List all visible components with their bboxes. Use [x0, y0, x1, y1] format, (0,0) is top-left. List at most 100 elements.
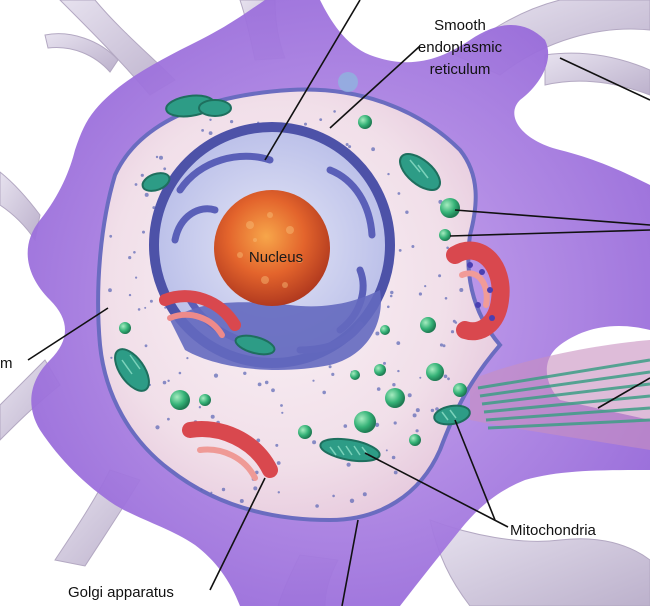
nucleus: Nucleus — [149, 122, 395, 370]
vesicle — [385, 388, 405, 408]
ribosome-dot — [375, 422, 380, 427]
ribosome-dot — [264, 380, 269, 385]
ribosome-dot — [109, 234, 113, 238]
leader-mito-1 — [364, 452, 509, 528]
mitochondria-label: Mitochondria — [510, 522, 597, 539]
leader-lines — [27, 0, 650, 606]
smooth-er-label-line1: Smooth — [434, 17, 486, 34]
leader-smooth-er — [329, 45, 421, 129]
ribosome-dot — [135, 276, 138, 279]
vesicle — [298, 425, 312, 439]
ribosome-dot — [144, 192, 149, 197]
ribosome-dot — [385, 449, 388, 452]
ribosome-dot — [144, 344, 148, 348]
leader-vesicle-2 — [449, 229, 650, 237]
ribosome-dot — [253, 486, 258, 491]
leader-top-right — [559, 57, 650, 101]
leader-golgi — [209, 477, 266, 591]
vesicle — [358, 115, 372, 129]
ribosome-dot — [328, 365, 332, 369]
ribosome-dot — [108, 288, 112, 293]
ribosome-dot — [198, 406, 202, 409]
ribosome-dot — [186, 357, 189, 360]
ribosome-dot — [439, 343, 444, 347]
mitochondrion — [114, 348, 150, 392]
ribosome-dot — [159, 155, 163, 160]
ribosome-dot — [254, 470, 259, 475]
ribosome-dot — [375, 331, 380, 336]
ribosome-dot — [162, 380, 167, 385]
ribosome-dot — [412, 413, 417, 418]
ribosome-dot — [200, 488, 203, 491]
ribosome-dot — [415, 408, 420, 413]
ribosome-dot — [348, 145, 352, 149]
mitochondrion — [141, 172, 171, 192]
mitochondrion — [234, 334, 276, 356]
ribosome-dot — [315, 504, 319, 508]
ribosome-dot — [397, 369, 400, 373]
smooth-er-label-line2: endoplasmic — [418, 39, 503, 56]
ribosome-dot — [322, 390, 327, 395]
ribosome-dot — [312, 379, 315, 382]
ribosome-dot — [155, 155, 159, 159]
ribosome-dot — [371, 147, 375, 152]
ribosome-dot — [167, 417, 170, 421]
ribosome-dot — [281, 411, 284, 414]
ribosome-dot — [435, 407, 439, 411]
ribosome-dot — [346, 462, 351, 467]
leader-vesicle-1 — [454, 209, 650, 226]
ribosome-dot — [345, 143, 349, 146]
ribosome-dot — [444, 297, 448, 300]
ribosome-dot — [398, 249, 402, 252]
ribosome-dot — [396, 341, 401, 345]
ribosome-dot — [331, 372, 335, 376]
vesicle — [409, 434, 421, 446]
ribosome-dot — [167, 379, 170, 382]
ribosome-dot — [128, 256, 132, 260]
vesicle — [350, 370, 360, 380]
ribosome-dot — [178, 371, 182, 375]
ribosome-dot — [397, 192, 401, 195]
nucleus-label: Nucleus — [249, 249, 303, 266]
ribosome-dot — [393, 421, 397, 425]
dendrite-top-left-2 — [44, 33, 119, 73]
ribosome-dot — [319, 118, 323, 121]
ribosome-dot — [277, 491, 280, 494]
ribosome-dot — [271, 388, 275, 393]
ribosome-dot — [210, 414, 215, 419]
vesicle — [374, 364, 386, 376]
ribosome-dot — [424, 285, 427, 288]
ribosome-dot — [415, 429, 419, 433]
ribosome-dot — [446, 246, 449, 250]
ribosome-dot — [454, 321, 458, 324]
vesicle — [354, 411, 376, 433]
ribosome-dot — [140, 173, 144, 177]
ribosome-dot — [155, 425, 160, 430]
membrane-bubble — [338, 72, 358, 92]
ribosome-dot — [376, 387, 381, 391]
vesicles — [119, 115, 467, 446]
ribosome-dot — [332, 494, 335, 498]
dendrite-left — [0, 171, 41, 242]
ribosome-dot — [128, 293, 132, 297]
ribosome-dot — [221, 487, 226, 492]
ribosome-dot — [411, 245, 415, 248]
ribosome-dot — [387, 305, 390, 309]
ribosome-dot — [442, 344, 446, 348]
ribosome-dot — [239, 499, 244, 503]
ribosome-dot — [110, 356, 113, 359]
ribosome-dot — [257, 382, 262, 387]
ribosome-dot — [387, 172, 390, 176]
ribosome-dot — [230, 120, 234, 124]
ribosome-dot — [276, 461, 281, 465]
ribosome-dot — [210, 491, 213, 494]
axon-hillock — [470, 340, 650, 450]
ribosome-dot — [443, 374, 448, 379]
mitochondrion — [433, 404, 471, 426]
ribosome-dot — [418, 292, 422, 296]
mitochondria-cristae — [121, 159, 457, 456]
ribosome-dot — [280, 404, 283, 407]
ribosome-dot — [389, 294, 393, 298]
ribosome-dot — [343, 424, 348, 428]
